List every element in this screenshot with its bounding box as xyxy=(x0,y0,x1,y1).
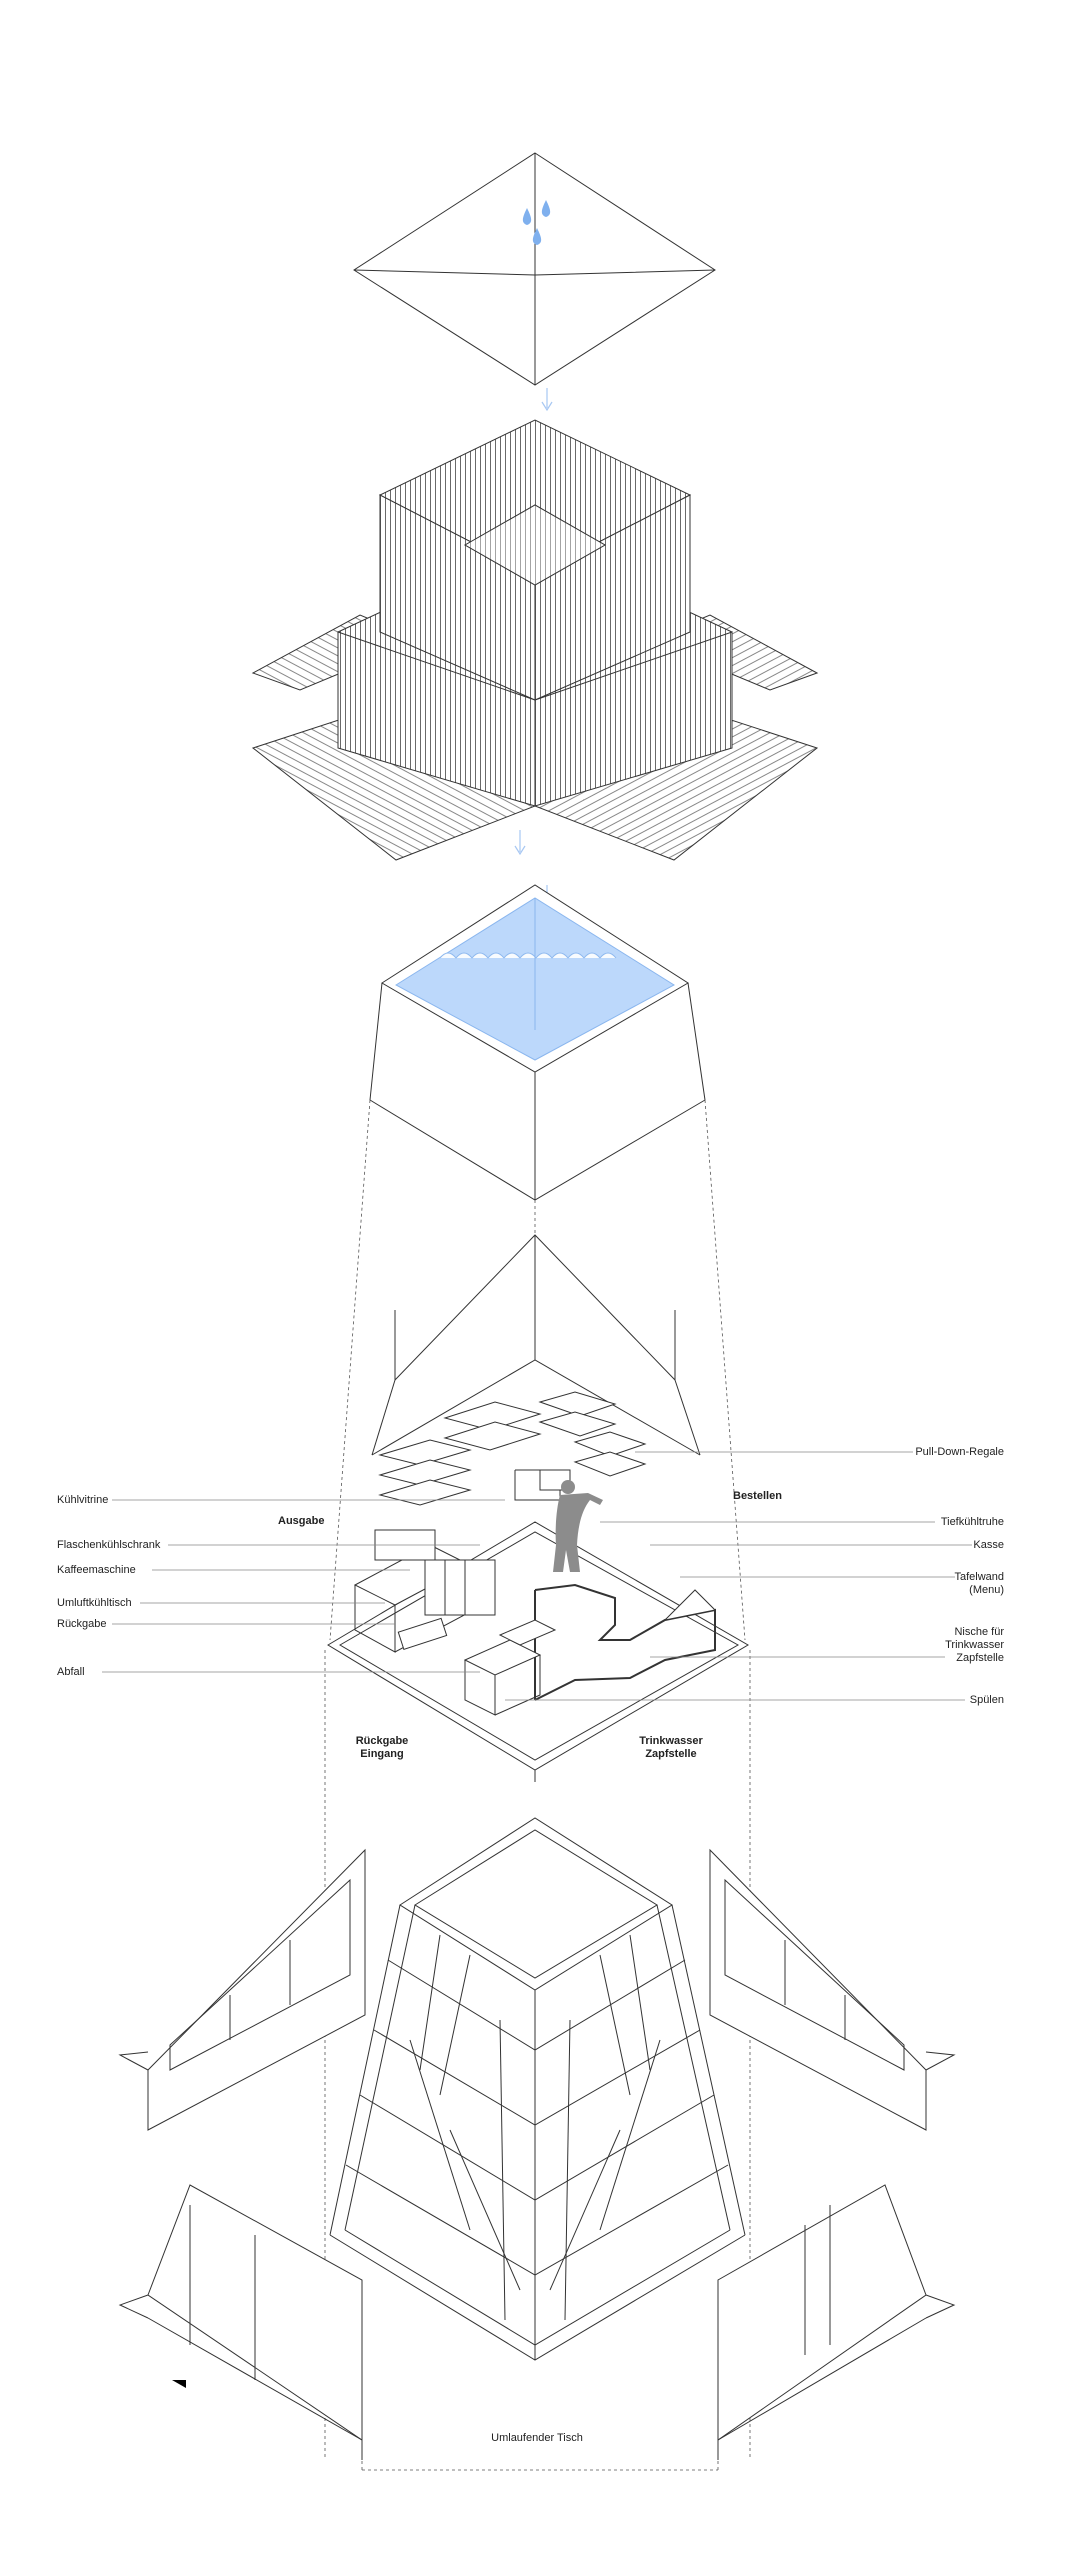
zone-rueckgabe: Rückgabe xyxy=(355,1735,409,1747)
label-tiefkuehltruhe: Tiefkühltruhe xyxy=(940,1516,1004,1528)
label-pull-down-regale: Pull-Down-Regale xyxy=(915,1446,1004,1458)
slatted-roof xyxy=(251,419,819,861)
label-umlaufender-tisch: Umlaufender Tisch xyxy=(491,2432,583,2444)
projection-lines xyxy=(324,1099,751,2471)
structure-frame xyxy=(329,1817,746,2361)
person-silhouette-icon xyxy=(553,1480,603,1572)
roof-cap xyxy=(353,152,716,386)
label-nische-trinkwasser: Trinkwasser xyxy=(945,1639,1004,1651)
label-kaffeemaschine: Kaffeemaschine xyxy=(57,1564,136,1576)
water-tank xyxy=(369,884,706,1201)
kiosk-interior xyxy=(327,1391,749,1782)
label-kasse: Kasse xyxy=(973,1539,1004,1551)
dropdown-arrow-icon xyxy=(172,2380,186,2388)
side-panels xyxy=(118,1848,956,2460)
zone-eingang: Eingang xyxy=(360,1748,404,1760)
kiosk-shell xyxy=(371,1234,701,1456)
leader-lines xyxy=(102,1451,972,1701)
label-spuelen: Spülen xyxy=(969,1694,1004,1706)
zone-trinkwasser: Trinkwasser xyxy=(639,1735,703,1747)
label-tafelwand: Tafelwand xyxy=(954,1571,1004,1583)
label-kuehlvitrine: Kühlvitrine xyxy=(57,1494,109,1506)
label-abfall: Abfall xyxy=(57,1666,85,1678)
label-rueckgabe: Rückgabe xyxy=(57,1618,107,1630)
zone-bestellen: Bestellen xyxy=(733,1490,782,1502)
label-umluftkuehltisch: Umluftkühltisch xyxy=(57,1597,132,1609)
zone-zapfstelle: Zapfstelle xyxy=(645,1748,697,1760)
label-nische-fuer: Nische für xyxy=(954,1626,1004,1638)
label-nische-zapfstelle: Zapfstelle xyxy=(956,1652,1004,1664)
label-tafelwand-menu: (Menu) xyxy=(969,1584,1004,1596)
label-flaschenkuehlschrank: Flaschenkühlschrank xyxy=(57,1539,161,1551)
zone-ausgabe: Ausgabe xyxy=(278,1515,325,1527)
water-drop-icon xyxy=(522,200,551,245)
